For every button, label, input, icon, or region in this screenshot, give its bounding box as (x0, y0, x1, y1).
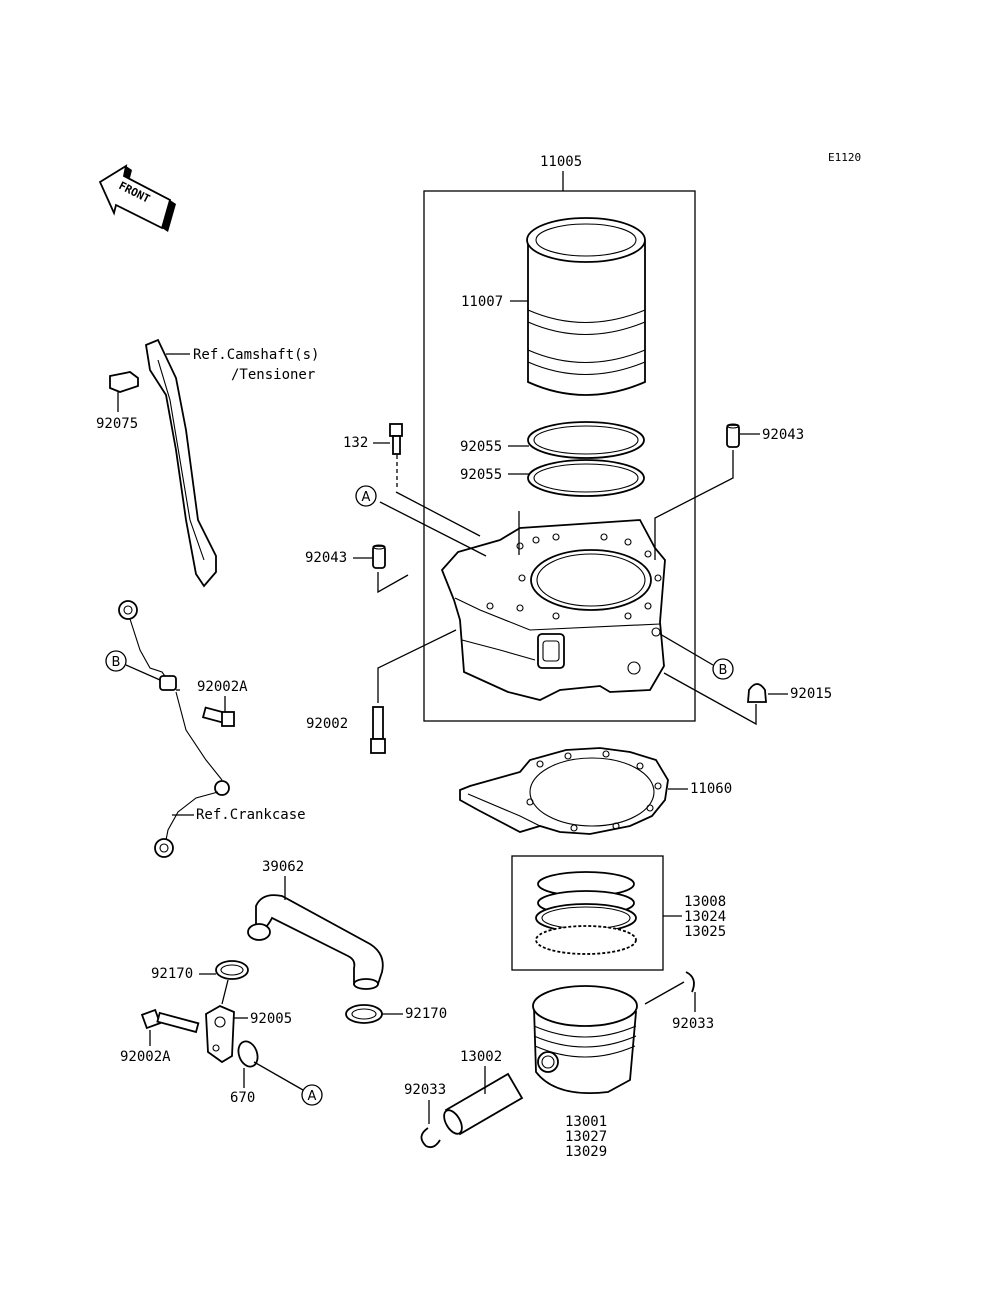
label-13029: 13029 (565, 1144, 607, 1160)
cap-nut-92015 (747, 683, 767, 703)
svg-text:B: B (719, 663, 728, 678)
circlip-right (685, 971, 695, 993)
marker-a-lower: A (301, 1084, 323, 1106)
label-92043-left: 92043 (305, 550, 347, 566)
label-13008: 13008 (684, 894, 726, 910)
label-92043-right: 92043 (762, 427, 804, 443)
label-92002a-top: 92002A (197, 679, 248, 695)
label-92075: 92075 (96, 416, 138, 432)
label-92015: 92015 (790, 686, 832, 702)
label-670: 670 (230, 1090, 255, 1106)
hose-clamp-left (215, 960, 249, 980)
ref-camshaft-line2: /Tensioner (231, 367, 315, 383)
hose-39062 (247, 894, 384, 990)
o-ring-670 (237, 1040, 259, 1068)
marker-a-upper: A (355, 485, 377, 507)
fitting-92005 (205, 1004, 235, 1064)
bolt-92002a-top (201, 706, 235, 727)
label-92033-right: 92033 (672, 1016, 714, 1032)
clip-92075 (109, 371, 139, 393)
cylinder-sleeve (526, 217, 646, 396)
svg-text:A: A (362, 490, 371, 505)
cylinder-head-gasket (459, 747, 669, 835)
label-13001: 13001 (565, 1114, 607, 1130)
label-92005: 92005 (250, 1011, 292, 1027)
svg-text:A: A (308, 1089, 317, 1104)
label-92170-right: 92170 (405, 1006, 447, 1022)
hose-clamp-right (345, 1004, 383, 1024)
svg-text:B: B (112, 655, 121, 670)
dowel-pin-left (372, 544, 386, 569)
label-92055-lower: 92055 (460, 467, 502, 483)
bolt-132 (389, 423, 403, 455)
piston-ring-set (511, 855, 664, 971)
label-13027: 13027 (565, 1129, 607, 1145)
front-direction-arrow-icon: FRONT (98, 164, 176, 232)
ref-camshaft-line1: Ref.Camshaft(s) (193, 347, 319, 363)
label-92033-left: 92033 (404, 1082, 446, 1098)
label-11060: 11060 (690, 781, 732, 797)
ref-crankcase: Ref.Crankcase (196, 807, 306, 823)
cylinder-block (440, 519, 666, 701)
label-39062: 39062 (262, 859, 304, 875)
dowel-pin-right (726, 423, 740, 448)
cylinder-group-11005: 11005 (423, 154, 696, 722)
label-132: 132 (343, 435, 368, 451)
piston (532, 985, 638, 1095)
label-92170-left: 92170 (151, 966, 193, 982)
o-rings-92055 (527, 421, 645, 497)
oil-pipe (118, 600, 230, 858)
piston-pin (443, 1072, 524, 1136)
label-92055-upper: 92055 (460, 439, 502, 455)
cam-chain-guide (144, 338, 217, 588)
label-92002: 92002 (306, 716, 348, 732)
cylinder-group-number: 11005 (540, 154, 582, 170)
stud-92002 (370, 706, 386, 754)
label-13025: 13025 (684, 924, 726, 940)
label-13002: 13002 (460, 1049, 502, 1065)
circlip-left (420, 1127, 441, 1149)
marker-b-right: B (712, 658, 734, 680)
label-92002a-bottom: 92002A (120, 1049, 171, 1065)
marker-b-left: B (105, 650, 127, 672)
diagram-code: E1120 (828, 151, 861, 164)
bolt-92002a-bottom (140, 1008, 200, 1034)
label-13024: 13024 (684, 909, 726, 925)
label-11007: 11007 (461, 294, 503, 310)
